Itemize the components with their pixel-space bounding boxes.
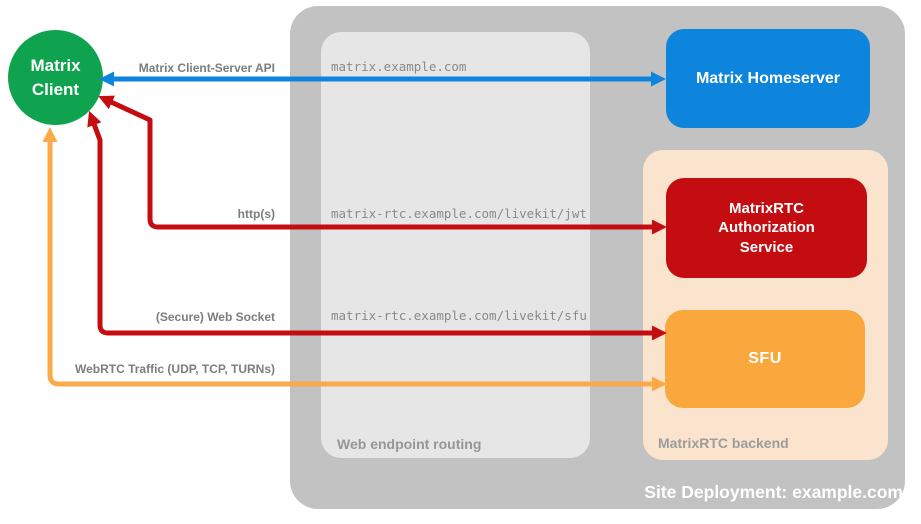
node-matrix-client: Matrix Client	[8, 30, 103, 125]
web-endpoint-routing-container	[321, 32, 590, 458]
endpoint-livekit-sfu: matrix-rtc.example.com/livekit/sfu	[331, 308, 587, 323]
edge-label-secure-web-socket: (Secure) Web Socket	[155, 310, 275, 324]
node-matrixrtc-authorization-service: MatrixRTC Authorization Service	[666, 178, 867, 278]
edge-label-https: http(s)	[237, 207, 275, 221]
edge-label-webrtc-traffic: WebRTC Traffic (UDP, TCP, TURNs)	[74, 362, 275, 376]
matrixrtc-backend-label: MatrixRTC backend	[658, 435, 789, 451]
node-sfu: SFU	[665, 310, 865, 408]
web-endpoint-routing-label: Web endpoint routing	[337, 436, 482, 452]
node-matrix-homeserver: Matrix Homeserver	[666, 29, 870, 128]
endpoint-livekit-jwt: matrix-rtc.example.com/livekit/jwt	[331, 206, 587, 221]
site-deployment-title: Site Deployment: example.com	[644, 482, 903, 502]
endpoint-matrix-example-com: matrix.example.com	[331, 59, 467, 74]
edge-label-client-server-api: Matrix Client-Server API	[138, 61, 275, 75]
